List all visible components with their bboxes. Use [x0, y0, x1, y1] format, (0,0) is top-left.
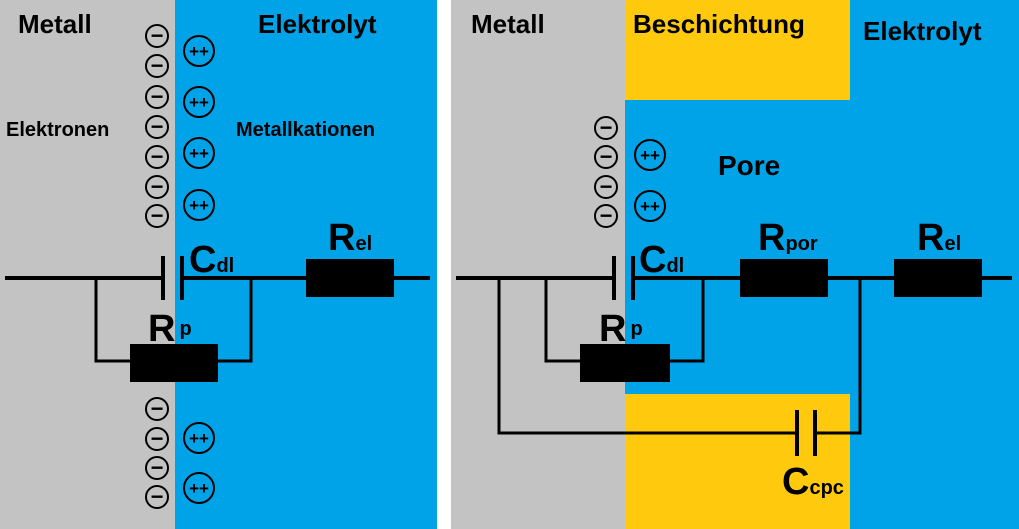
- electrons-label: Elektronen: [6, 119, 109, 141]
- pore-label: Pore: [718, 150, 780, 181]
- coating-label: Beschichtung: [633, 9, 805, 39]
- left-rp-branch-return: [218, 278, 253, 363]
- right-rp-resistor: [580, 344, 670, 382]
- left-rp-resistor: [130, 344, 218, 382]
- panel-divider: [437, 0, 451, 529]
- svg-text:−: −: [151, 484, 164, 509]
- left-cdl-label: Cdl: [189, 239, 234, 281]
- left-circuit: [5, 256, 430, 382]
- right-ion-layer: − − − − ++ ++: [594, 115, 666, 228]
- cation-icon: ++: [183, 86, 215, 118]
- svg-text:−: −: [151, 23, 164, 48]
- electron-icon: −: [145, 84, 169, 109]
- electron-icon: −: [145, 396, 169, 421]
- svg-text:−: −: [151, 174, 164, 199]
- svg-text:++: ++: [189, 196, 209, 215]
- electron-icon: −: [145, 455, 169, 480]
- electron-icon: −: [145, 203, 169, 228]
- right-cdl-label: Cdl: [639, 239, 684, 281]
- right-metal-region: [451, 0, 625, 529]
- left-ion-layer-bottom: − − − − ++ ++: [145, 396, 215, 509]
- left-rel-resistor: [306, 259, 394, 297]
- right-circuit: [456, 256, 1012, 456]
- right-panel: Metall Beschichtung Elektrolyt Pore −−−−…: [451, 0, 1019, 529]
- right-rel-resistor: [894, 259, 982, 297]
- left-rel-label: Rel: [328, 217, 372, 259]
- electron-icon: −: [594, 115, 618, 140]
- svg-text:−: −: [151, 396, 164, 421]
- svg-text:−: −: [151, 455, 164, 480]
- electron-icon: −: [594, 144, 618, 169]
- ccpc-branch: [497, 278, 795, 435]
- svg-text:−: −: [600, 115, 613, 140]
- svg-text:++: ++: [189, 479, 209, 498]
- metal-cations-label: Metallkationen: [236, 119, 375, 141]
- cation-icon: ++: [183, 189, 215, 221]
- cation-icon: ++: [634, 139, 666, 171]
- right-rel-label: Rel: [917, 217, 961, 259]
- left-metal-label: Metall: [18, 9, 92, 39]
- electron-icon: −: [594, 203, 618, 228]
- left-metal-region: [0, 0, 175, 529]
- svg-text:−: −: [151, 84, 164, 109]
- cation-icon: ++: [634, 190, 666, 222]
- svg-text:++: ++: [189, 93, 209, 112]
- coating-bottom: [625, 394, 850, 529]
- svg-text:++: ++: [189, 42, 209, 61]
- electron-icon: −: [145, 484, 169, 509]
- electron-icon: −: [145, 114, 169, 139]
- svg-text:−: −: [600, 174, 613, 199]
- left-ion-layer-top: − − − − − − − ++ ++ ++ ++: [145, 23, 215, 228]
- left-electrolyte-label: Elektrolyt: [258, 9, 377, 39]
- rpor-resistor: [740, 259, 828, 297]
- svg-text:++: ++: [640, 146, 660, 165]
- electron-icon: −: [145, 144, 169, 169]
- svg-text:−: −: [600, 203, 613, 228]
- right-metal-label: Metall: [471, 9, 545, 39]
- ccpc-label: Ccpc: [782, 461, 844, 503]
- electron-icon: −: [145, 174, 169, 199]
- svg-text:−: −: [151, 144, 164, 169]
- svg-text:−: −: [151, 53, 164, 78]
- svg-text:−: −: [151, 203, 164, 228]
- electron-icon: −: [594, 174, 618, 199]
- svg-text:−: −: [151, 426, 164, 451]
- right-rp-branch: [544, 278, 580, 363]
- coating-top: [625, 0, 850, 100]
- left-rp-branch: [94, 278, 130, 363]
- svg-text:++: ++: [189, 144, 209, 163]
- right-rp-branch-return: [670, 278, 705, 363]
- svg-text:−: −: [600, 144, 613, 169]
- cation-icon: ++: [183, 472, 215, 504]
- right-electrolyte-label: Elektrolyt: [863, 16, 982, 46]
- left-panel: Metall Elektrolyt Elektronen Metallkatio…: [0, 0, 437, 529]
- cation-icon: ++: [183, 137, 215, 169]
- electron-icon: −: [145, 426, 169, 451]
- cation-icon: ++: [183, 35, 215, 67]
- svg-text:++: ++: [640, 197, 660, 216]
- ccpc-branch-return: [817, 278, 862, 435]
- svg-text:++: ++: [189, 429, 209, 448]
- rpor-label: Rpor: [758, 217, 818, 259]
- cation-icon: ++: [183, 422, 215, 454]
- electron-icon: −: [145, 53, 169, 78]
- svg-text:−: −: [151, 114, 164, 139]
- electron-icon: −: [145, 23, 169, 48]
